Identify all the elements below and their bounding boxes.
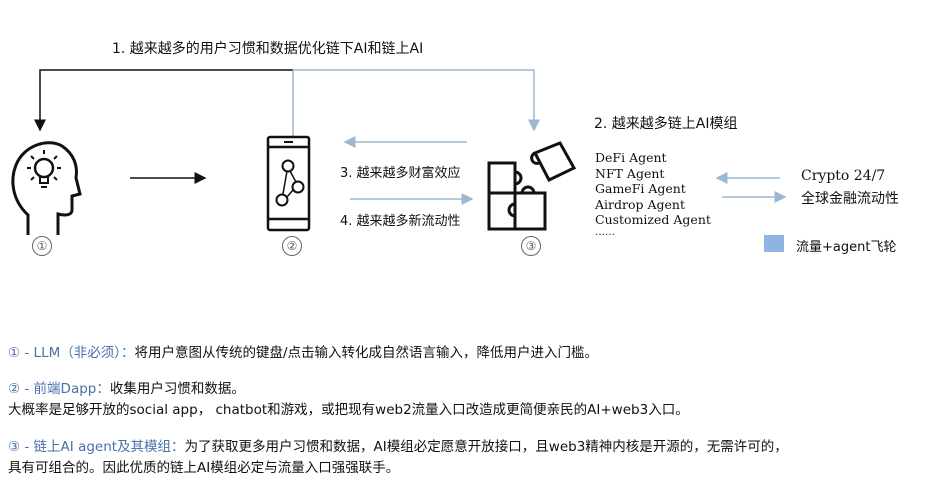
step2-label: 2. 越来越多链上AI模组 [594,116,738,132]
note-dapp: ② - 前端Dapp：收集用户习惯和数据。 [8,381,245,397]
agent-item: Customized Agent [595,212,711,227]
agent-item: DeFi Agent [595,150,667,165]
feedback-line-black [34,69,293,132]
puzzle-icon [487,141,577,231]
agent-list: DeFi Agent NFT Agent GameFi Agent Airdro… [595,150,711,238]
agent-item: …… [595,226,615,238]
agent-item: GameFi Agent [595,181,686,196]
note-prefix: ① - LLM（非必须）： [8,345,135,361]
legend-label: 流量+agent飞轮 [796,240,897,255]
node-label-2: ② [282,236,302,256]
legend-swatch [764,235,784,252]
step3-label: 3. 越来越多财富效应 [340,166,461,181]
note-llm: ① - LLM（非必须）：将用户意图从传统的键盘/点击输入转化成自然语言输入，降… [8,345,599,361]
agent-item: Airdrop Agent [595,196,685,212]
agent-item: NFT Agent [595,165,665,181]
note-prefix: ③ - 链上AI agent及其模组： [8,439,185,455]
crypto-label: Crypto 24/7 [801,168,886,184]
note-prefix: ② - 前端Dapp： [8,381,110,397]
head-lightbulb-icon [11,141,82,235]
liquidity-label: 全球金融流动性 [801,191,899,207]
step1-label: 1. 越来越多的用户习惯和数据优化链下AI和链上AI [112,41,424,57]
node-label-3: ③ [521,236,541,256]
note-agent-detail: 具有可组合的。因此优质的链上AI模组必定与流量入口强强联手。 [8,460,400,476]
node-label-1: ① [32,236,52,256]
note-agent: ③ - 链上AI agent及其模组：为了获取更多用户习惯和数据，AI模组必定愿… [8,439,788,455]
step4-label: 4. 越来越多新流动性 [340,214,461,229]
note-dapp-detail: 大概率是足够开放的social app， chatbot和游戏，或把现有web2… [8,402,689,418]
phone-network-icon [266,135,311,232]
feedback-line-blue [293,69,540,132]
